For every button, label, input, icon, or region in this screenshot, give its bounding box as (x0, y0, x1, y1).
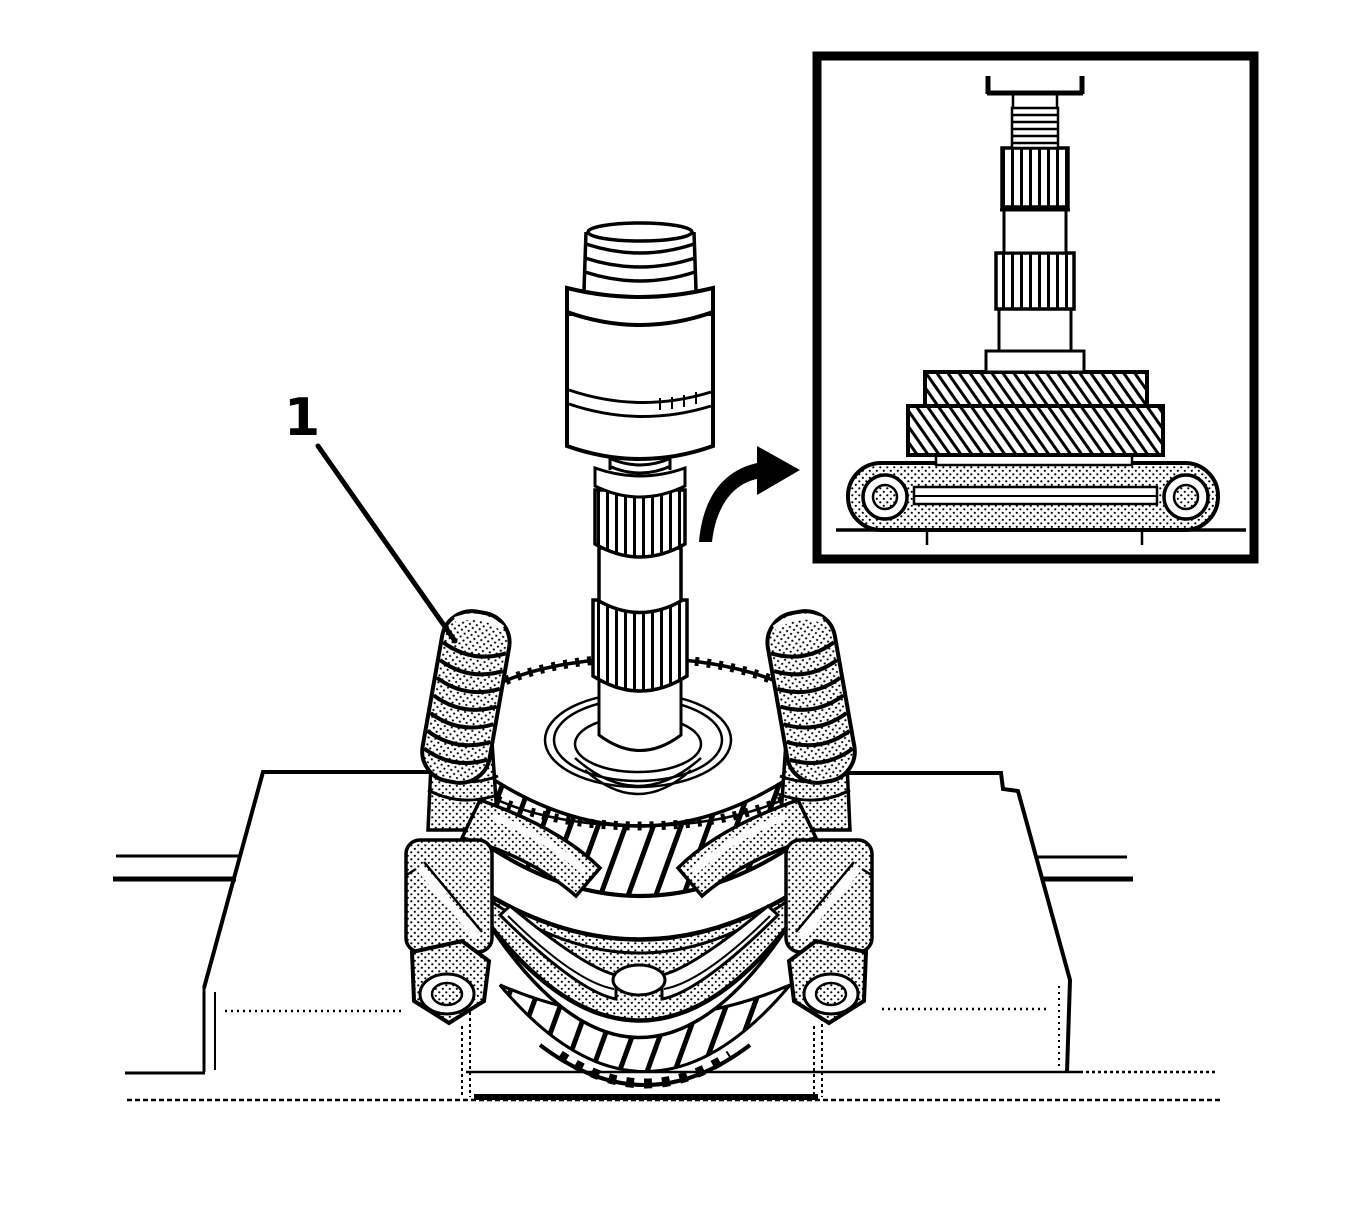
callout-label-1: 1 (284, 388, 321, 448)
inset-gear-lower (906, 404, 1165, 457)
curved-arrow-icon (699, 446, 800, 542)
inset-press-ram (985, 76, 1085, 96)
driver-tool (565, 221, 715, 461)
shaft-spline-upper (593, 488, 687, 559)
output-shaft (591, 446, 689, 752)
shaft-journal (597, 546, 683, 615)
puller-hook-left (459, 797, 603, 899)
callout-leader-line (315, 443, 458, 644)
inset-detail-view (812, 51, 1259, 564)
puller-nut-left (409, 938, 492, 1026)
driver-body (565, 312, 715, 461)
shaft-spline-lower (591, 598, 689, 693)
inset-support-fixture (846, 461, 1220, 532)
driver-collar (565, 285, 715, 327)
inset-shaft (984, 95, 1086, 374)
puller-rod-right (765, 609, 857, 785)
puller-nut-right (786, 938, 869, 1026)
inset-gear-upper (923, 370, 1149, 408)
press-bed (113, 770, 1222, 1102)
driver-threaded-stub (582, 221, 698, 291)
inset-ground-line (836, 528, 1246, 545)
press-block-right (823, 771, 1073, 1073)
shaft-hub (597, 676, 683, 752)
puller-rod-left (420, 609, 512, 785)
puller-hook-right (675, 797, 819, 899)
puller-plate-center-hole (611, 963, 667, 997)
press-block-left (202, 770, 470, 989)
